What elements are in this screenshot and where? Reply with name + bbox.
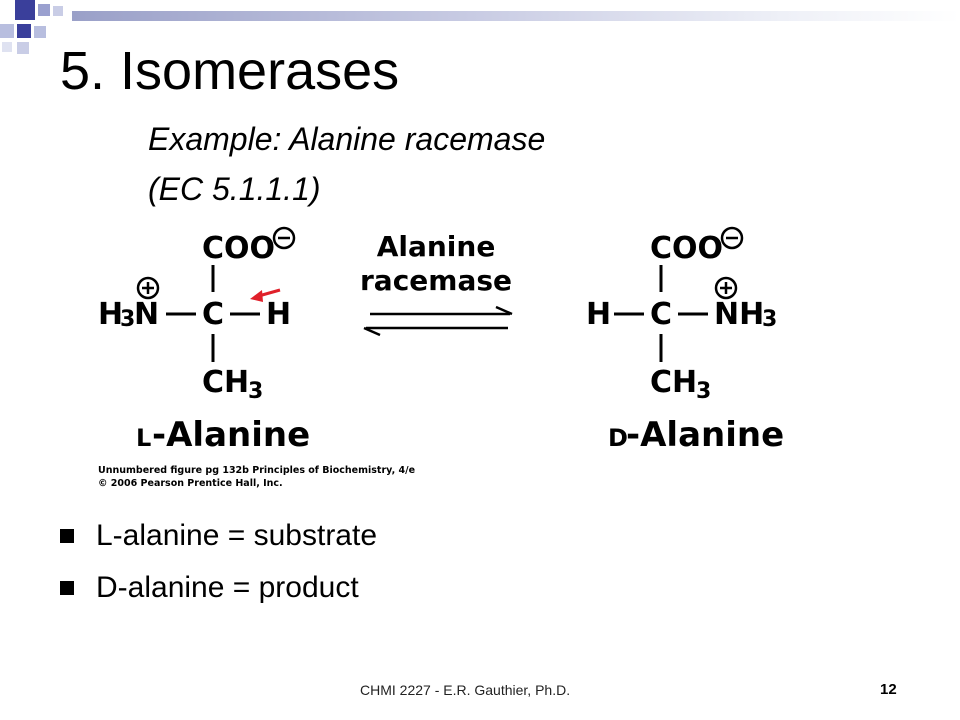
d-carboxylate-label: COO bbox=[650, 231, 723, 266]
l-minus-charge-icon bbox=[272, 226, 296, 250]
l-alanine-name: -Alanine bbox=[152, 415, 310, 455]
footer-text: CHMI 2227 - E.R. Gauthier, Ph.D. bbox=[360, 682, 571, 698]
subtitle-line-2: (EC 5.1.1.1) bbox=[148, 171, 321, 207]
header-gradient-bar bbox=[72, 11, 960, 21]
l-center-c: C bbox=[202, 297, 224, 332]
l-left-sub: 3 bbox=[120, 307, 135, 332]
square-bullet-icon bbox=[60, 581, 74, 595]
l-left-h: H bbox=[98, 297, 123, 332]
d-left-h: H bbox=[586, 297, 611, 332]
forward-arrow-icon bbox=[495, 305, 513, 316]
l-carboxylate-label: COO bbox=[202, 231, 275, 266]
enzyme-name-line-1: Alanine bbox=[377, 230, 496, 263]
d-center-c: C bbox=[650, 297, 672, 332]
d-methyl-sub: 3 bbox=[696, 379, 711, 404]
enzyme-name-line-2: racemase bbox=[360, 264, 512, 297]
figure-caption-line-2: © 2006 Pearson Prentice Hall, Inc. bbox=[98, 478, 283, 489]
d-plus-charge-icon bbox=[714, 276, 738, 300]
d-minus-charge-icon bbox=[720, 226, 744, 250]
red-proton-arrow-icon bbox=[250, 290, 263, 302]
l-methyl-label: CH bbox=[202, 365, 249, 400]
list-item: D-alanine = product bbox=[60, 562, 377, 614]
bullet-list: L-alanine = substrate D-alanine = produc… bbox=[60, 510, 377, 614]
d-right-nh: NH bbox=[714, 297, 764, 332]
slide-subtitle: Example: Alanine racemase (EC 5.1.1.1) bbox=[148, 114, 545, 214]
slide-footer: CHMI 2227 - E.R. Gauthier, Ph.D. 12 bbox=[0, 680, 960, 700]
slide-title: 5. Isomerases bbox=[60, 41, 400, 101]
l-left-n: N bbox=[134, 297, 159, 332]
l-right-h: H bbox=[266, 297, 291, 332]
list-item: L-alanine = substrate bbox=[60, 510, 377, 562]
bullet-text: D-alanine = product bbox=[96, 571, 359, 604]
l-prefix: L bbox=[136, 424, 151, 452]
reverse-arrow-icon bbox=[363, 326, 381, 337]
corner-decoration bbox=[0, 0, 80, 60]
square-bullet-icon bbox=[60, 529, 74, 543]
d-methyl-label: CH bbox=[650, 365, 697, 400]
l-plus-charge-icon bbox=[136, 276, 160, 300]
figure-caption-line-1: Unnumbered figure pg 132b Principles of … bbox=[98, 465, 415, 476]
l-methyl-sub: 3 bbox=[248, 379, 263, 404]
d-prefix: D bbox=[608, 424, 628, 452]
d-alanine-name: -Alanine bbox=[626, 415, 784, 455]
page-number: 12 bbox=[880, 681, 897, 698]
subtitle-line-1: Example: Alanine racemase bbox=[148, 121, 546, 157]
d-right-sub: 3 bbox=[762, 307, 777, 332]
racemase-reaction-figure: COO H 3 N C H CH 3 L -Alanine Alanine ra… bbox=[80, 210, 820, 500]
reaction-svg: COO H 3 N C H CH 3 L -Alanine Alanine ra… bbox=[98, 226, 784, 489]
bullet-text: L-alanine = substrate bbox=[96, 519, 378, 552]
